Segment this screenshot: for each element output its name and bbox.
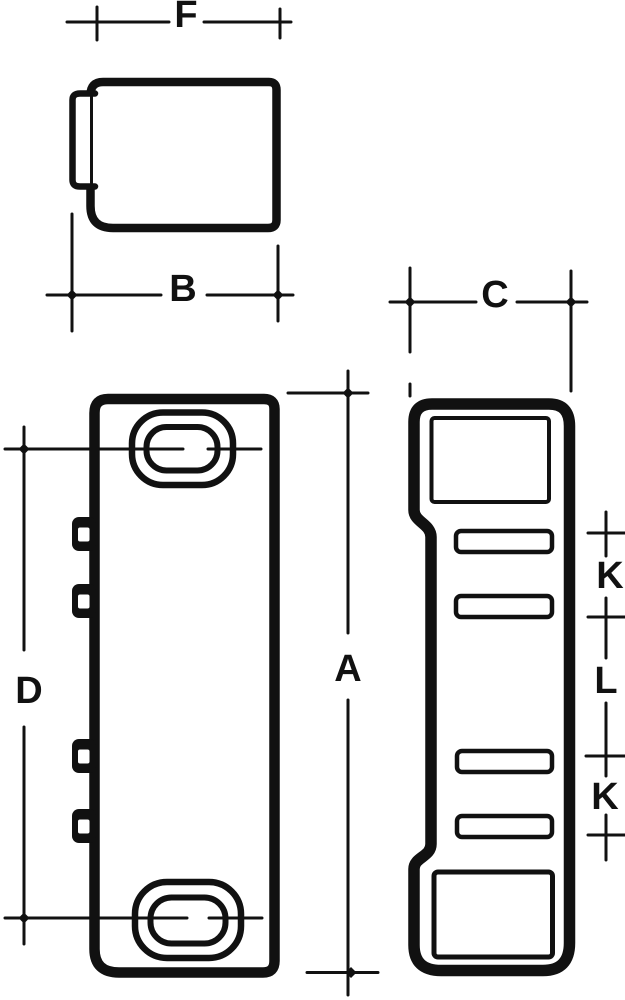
tab-3-hole xyxy=(78,749,90,764)
view-top-box xyxy=(69,77,281,233)
top-box-outline xyxy=(86,77,281,233)
dimension-c xyxy=(388,266,589,398)
dimension-b xyxy=(45,212,295,333)
side-slot-2 xyxy=(453,593,555,620)
dim-b-ticks xyxy=(70,212,280,333)
front-plate-outline xyxy=(89,393,280,978)
side-bottom-window xyxy=(431,869,555,960)
side-slot-3 xyxy=(454,748,555,775)
dim-klk-ticks xyxy=(584,531,625,837)
tab-1-hole xyxy=(78,527,90,542)
dim-label-k-upper: K xyxy=(596,555,624,597)
dimension-f xyxy=(65,5,293,42)
dim-label-c: C xyxy=(481,274,509,316)
top-box-left-tab xyxy=(69,90,99,190)
front-bottom-slot-inner xyxy=(147,894,229,947)
tab-4-hole xyxy=(78,819,90,834)
dim-label-d: D xyxy=(15,670,43,712)
front-plate-tab-holes xyxy=(78,527,90,834)
dim-label-b: B xyxy=(169,268,197,310)
dim-c-ticks xyxy=(408,266,573,398)
view-side-profile xyxy=(408,398,576,977)
view-front-plate xyxy=(3,393,280,978)
tab-2-hole xyxy=(78,594,90,609)
dimension-a xyxy=(286,369,380,997)
dim-label-k-lower: K xyxy=(591,776,619,818)
dim-label-a: A xyxy=(334,648,362,690)
linework-root xyxy=(3,5,625,997)
dimension-klk xyxy=(584,510,625,862)
side-top-window xyxy=(429,416,551,504)
side-slot-4 xyxy=(454,813,555,840)
dim-label-f: F xyxy=(174,0,198,36)
dim-f-ticks xyxy=(95,5,282,42)
side-slot-1 xyxy=(453,528,555,555)
dim-label-l: L xyxy=(594,660,618,702)
front-bottom-slot-outer xyxy=(131,878,245,962)
